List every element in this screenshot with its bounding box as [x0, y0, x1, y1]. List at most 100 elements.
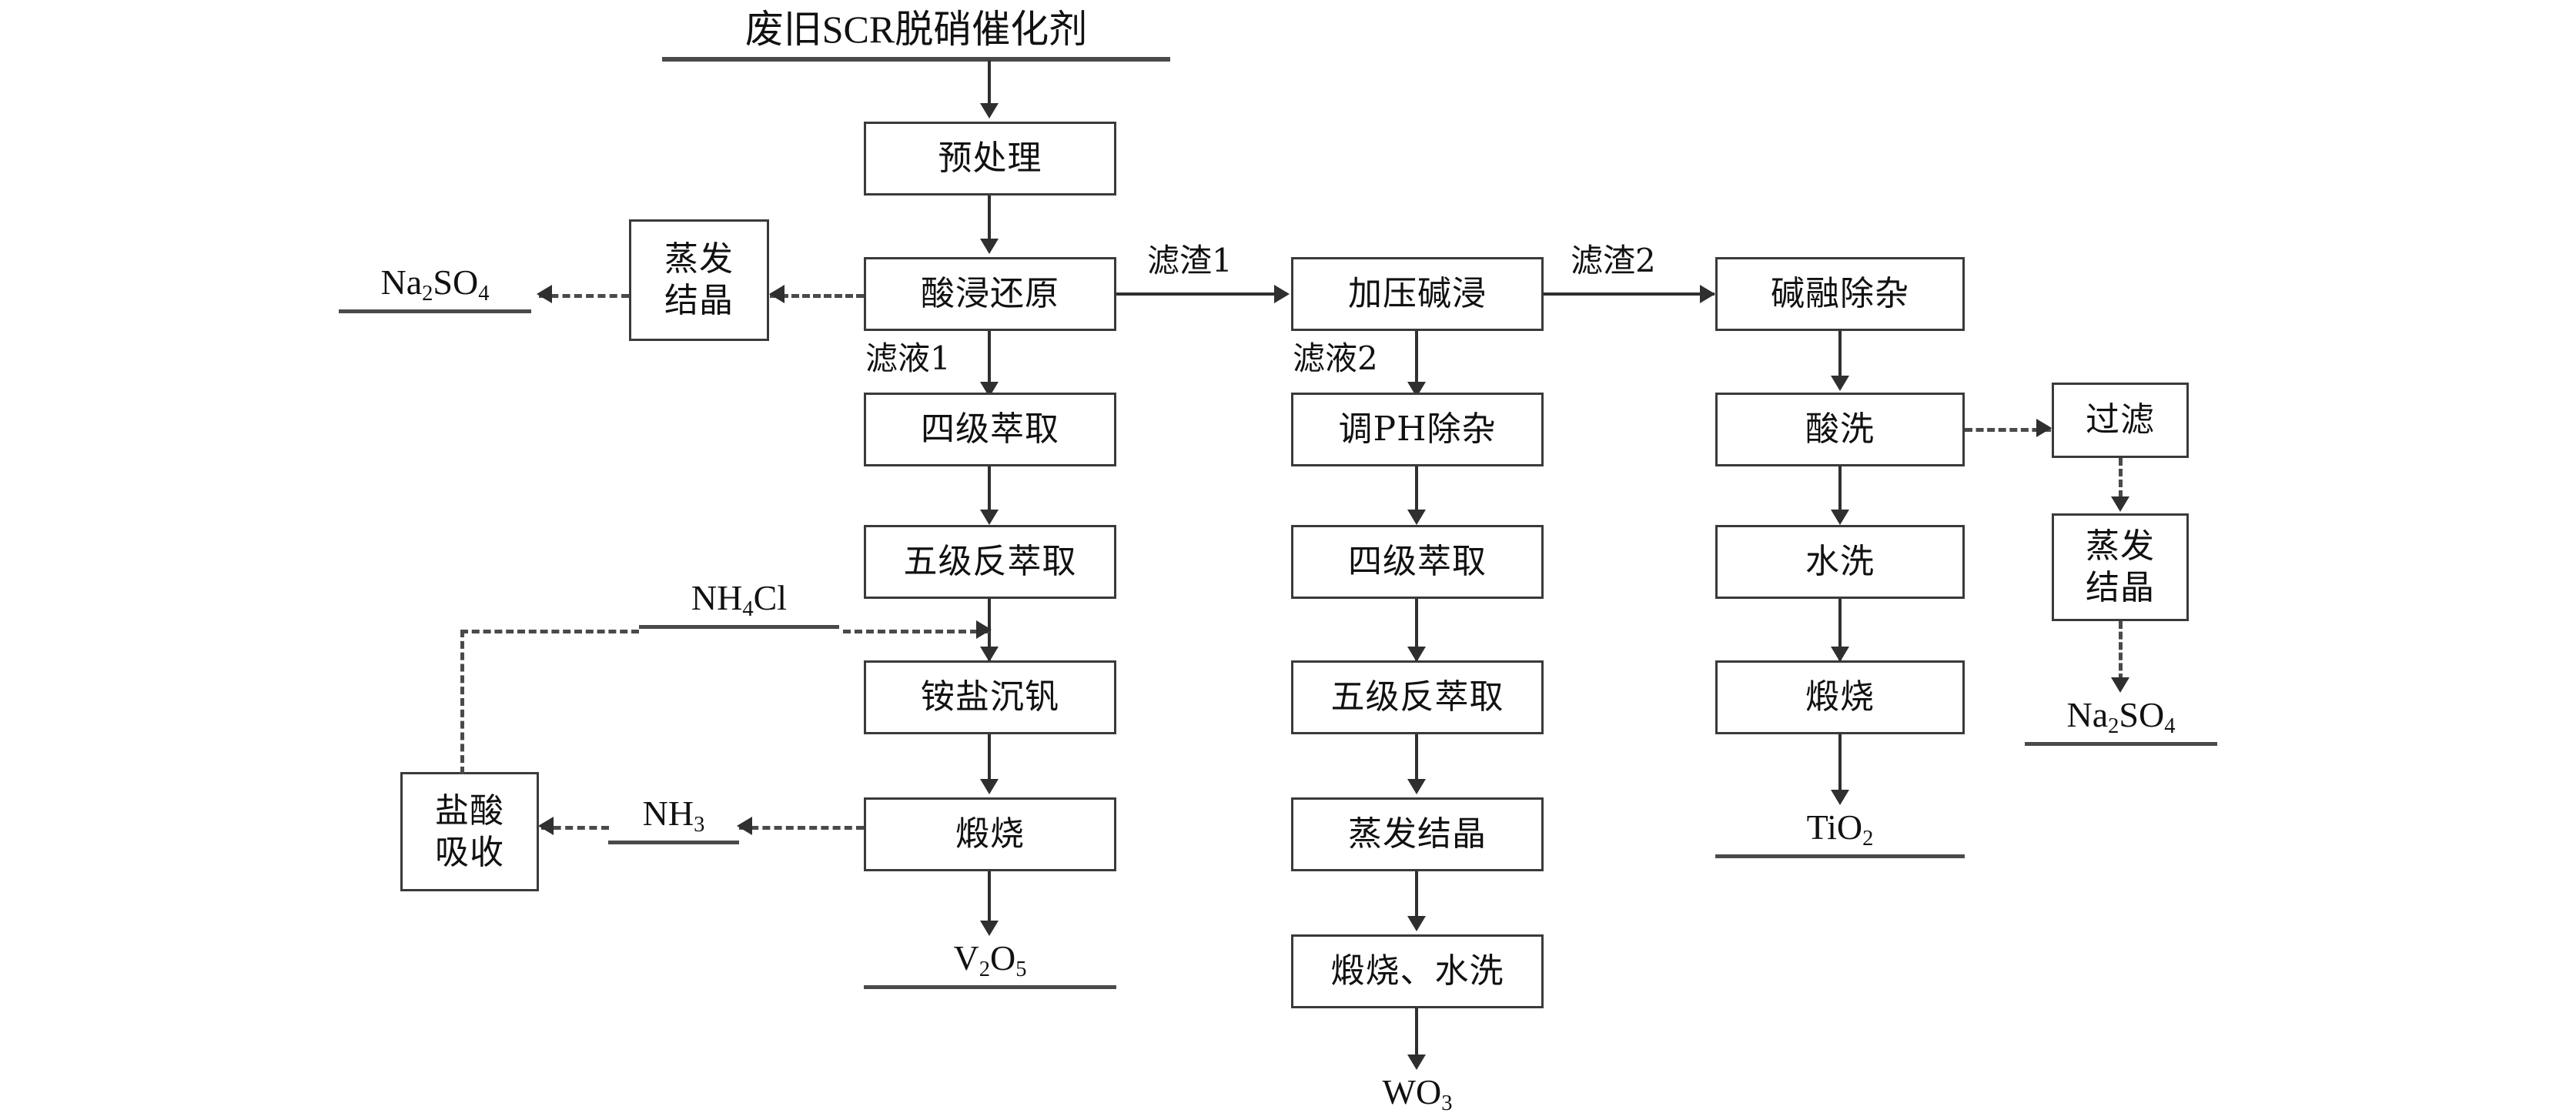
terminal-v2o5-text: V2O5 [953, 938, 1027, 981]
arrowhead-calcine-left-to-v2o5 [980, 921, 999, 936]
arrowhead-acid-wash-to-water-wash [1831, 510, 1849, 525]
terminal-na2so4-left: Na2SO4 [339, 262, 531, 313]
terminal-na2so4-right-underline [2025, 741, 2217, 746]
edge-label-filtrate2: 滤液2 [1293, 339, 1378, 377]
edge-calcine-left-to-nh3 [739, 826, 864, 830]
arrowhead-strip5-to-ammonium-precip [980, 647, 999, 662]
terminal-nh4cl: NH4Cl [639, 577, 839, 629]
arrowhead-calcine-right-to-tio2 [1831, 790, 1849, 805]
edge-pressure-alkali-to-alkali-fusion [1544, 292, 1715, 296]
edge-alkali-fusion-to-acid-wash [1838, 331, 1842, 379]
edge-pretreatment-to-acid-leach [988, 196, 991, 242]
arrowhead-water-wash-to-calcine-right [1831, 647, 1849, 662]
arrowhead-extract4-to-strip5-left [980, 510, 999, 525]
arrowhead-evap-cryst-left-to-na2so4 [537, 285, 552, 303]
node-water-wash[interactable]: 水洗 [1715, 525, 1965, 599]
arrowhead-alkali-fusion-to-acid-wash [1831, 376, 1849, 391]
edge-hcl-absorb-recycle-horizontal [460, 630, 639, 633]
node-pressure-alkali[interactable]: 加压碱浸 [1291, 257, 1544, 331]
arrowhead-evap-cryst-right-to-na2so4 [2111, 677, 2129, 693]
arrowhead-pretreatment-to-acid-leach [980, 239, 999, 254]
arrowhead-ph-adjust-to-extract4-mid [1407, 510, 1426, 525]
arrowhead-pressure-alkali-to-alkali-fusion [1700, 285, 1715, 303]
edge-calcine-right-to-tio2 [1838, 734, 1842, 796]
edge-ph-adjust-to-extract4-mid [1415, 466, 1418, 513]
terminal-tio2-text: TiO2 [1806, 807, 1874, 851]
diagram-title-text: 废旧SCR脱硝催化剂 [744, 8, 1088, 51]
edge-calcine-left-to-v2o5 [988, 871, 991, 927]
terminal-wo3: WO3 [1291, 1071, 1544, 1113]
terminal-na2so4-left-text: Na2SO4 [380, 262, 490, 306]
node-ammonium-precip[interactable]: 铵盐沉钒 [864, 660, 1116, 734]
arrowhead-acid-leach-to-evap-cryst-left [769, 285, 785, 303]
arrowhead-filtration-to-evap-cryst-right [2111, 496, 2129, 512]
edge-extract4-to-strip5-mid [1415, 599, 1418, 660]
terminal-nh3-text: NH3 [642, 794, 705, 837]
arrowhead-calcine-wash-to-wo3 [1407, 1055, 1426, 1070]
diagram-title: 废旧SCR脱硝催化剂 [662, 0, 1170, 62]
edge-evap-cryst-right-to-na2so4 [2119, 621, 2123, 681]
terminal-na2so4-right: Na2SO4 [2025, 694, 2217, 746]
edge-nh3-to-hcl-absorb [541, 826, 609, 830]
node-evap-cryst-right[interactable]: 蒸发 结晶 [2052, 513, 2189, 621]
terminal-tio2: TiO2 [1715, 807, 1965, 858]
terminal-tio2-underline [1715, 854, 1965, 858]
arrowhead-strip5-to-evap-cryst-mid [1407, 779, 1426, 794]
terminal-na2so4-right-text: Na2SO4 [2066, 695, 2176, 738]
edge-ammonium-precip-to-calcine-left [988, 734, 991, 782]
arrowhead-ammonium-precip-to-calcine-left [980, 779, 999, 794]
node-alkali-fusion[interactable]: 碱融除杂 [1715, 257, 1965, 331]
node-strip5-left[interactable]: 五级反萃取 [864, 525, 1116, 599]
terminal-v2o5: V2O5 [864, 938, 1116, 989]
arrowhead-acid-leach-to-pressure-alkali [1274, 285, 1290, 303]
terminal-v2o5-underline [864, 984, 1116, 989]
edge-strip5-to-evap-cryst-mid [1415, 734, 1418, 782]
edge-title-to-pretreatment [988, 60, 991, 106]
terminal-nh4cl-text: NH4Cl [691, 578, 788, 621]
node-strip5-mid[interactable]: 五级反萃取 [1291, 660, 1544, 734]
edge-filtration-to-evap-cryst-right [2119, 458, 2123, 498]
edge-evap-cryst-to-calcine-wash-mid [1415, 871, 1418, 919]
terminal-nh4cl-underline [639, 624, 839, 629]
node-calcine-left[interactable]: 煅烧 [864, 797, 1116, 871]
node-hcl-absorb[interactable]: 盐酸 吸收 [400, 772, 539, 891]
edge-acid-wash-to-water-wash [1838, 466, 1842, 513]
terminal-nh3-underline [608, 840, 739, 844]
node-pretreatment[interactable]: 预处理 [864, 122, 1116, 196]
edge-acid-leach-to-evap-cryst-left [770, 294, 864, 298]
edge-acid-wash-to-filtration [1965, 428, 2051, 432]
edge-hcl-absorb-recycle-vertical [460, 630, 464, 774]
edge-pressure-alkali-to-ph-adjust [1415, 331, 1418, 385]
arrowhead-title-to-pretreatment [980, 103, 999, 119]
edge-nh4cl-to-ammonium-precip [843, 630, 989, 633]
node-calcine-right[interactable]: 煅烧 [1715, 660, 1965, 734]
edge-evap-cryst-left-to-na2so4 [539, 294, 629, 298]
edge-label-residue1: 滤渣1 [1147, 242, 1233, 279]
edge-acid-leach-to-extract4 [988, 331, 991, 385]
node-acid-leach[interactable]: 酸浸还原 [864, 257, 1116, 331]
edge-label-residue2: 滤渣2 [1571, 242, 1656, 279]
node-calcine-wash-mid[interactable]: 煅烧、水洗 [1291, 934, 1544, 1008]
arrowhead-extract4-to-strip5-mid [1407, 647, 1426, 662]
arrowhead-calcine-left-to-nh3 [737, 817, 752, 835]
edge-label-filtrate1: 滤液1 [865, 339, 951, 377]
node-extract4-mid[interactable]: 四级萃取 [1291, 525, 1544, 599]
node-acid-wash[interactable]: 酸洗 [1715, 393, 1965, 466]
terminal-wo3-text: WO3 [1382, 1072, 1453, 1113]
node-evap-cryst-left[interactable]: 蒸发 结晶 [629, 219, 769, 341]
arrowhead-acid-wash-to-filtration [2036, 419, 2052, 437]
edge-water-wash-to-calcine-right [1838, 599, 1842, 660]
edge-acid-leach-to-pressure-alkali [1116, 292, 1287, 296]
node-extract4-left[interactable]: 四级萃取 [864, 393, 1116, 466]
node-ph-adjust[interactable]: 调PH除杂 [1291, 393, 1544, 466]
edge-calcine-wash-to-wo3 [1415, 1008, 1418, 1061]
arrowhead-nh3-to-hcl-absorb [538, 817, 554, 835]
edge-extract4-to-strip5-left [988, 466, 991, 513]
terminal-na2so4-left-underline [339, 309, 531, 313]
terminal-nh3: NH3 [608, 793, 739, 844]
node-filtration[interactable]: 过滤 [2052, 383, 2189, 458]
node-evap-cryst-mid[interactable]: 蒸发结晶 [1291, 797, 1544, 871]
title-underline [662, 57, 1170, 62]
arrowhead-nh4cl-to-ammonium-precip [976, 620, 992, 639]
